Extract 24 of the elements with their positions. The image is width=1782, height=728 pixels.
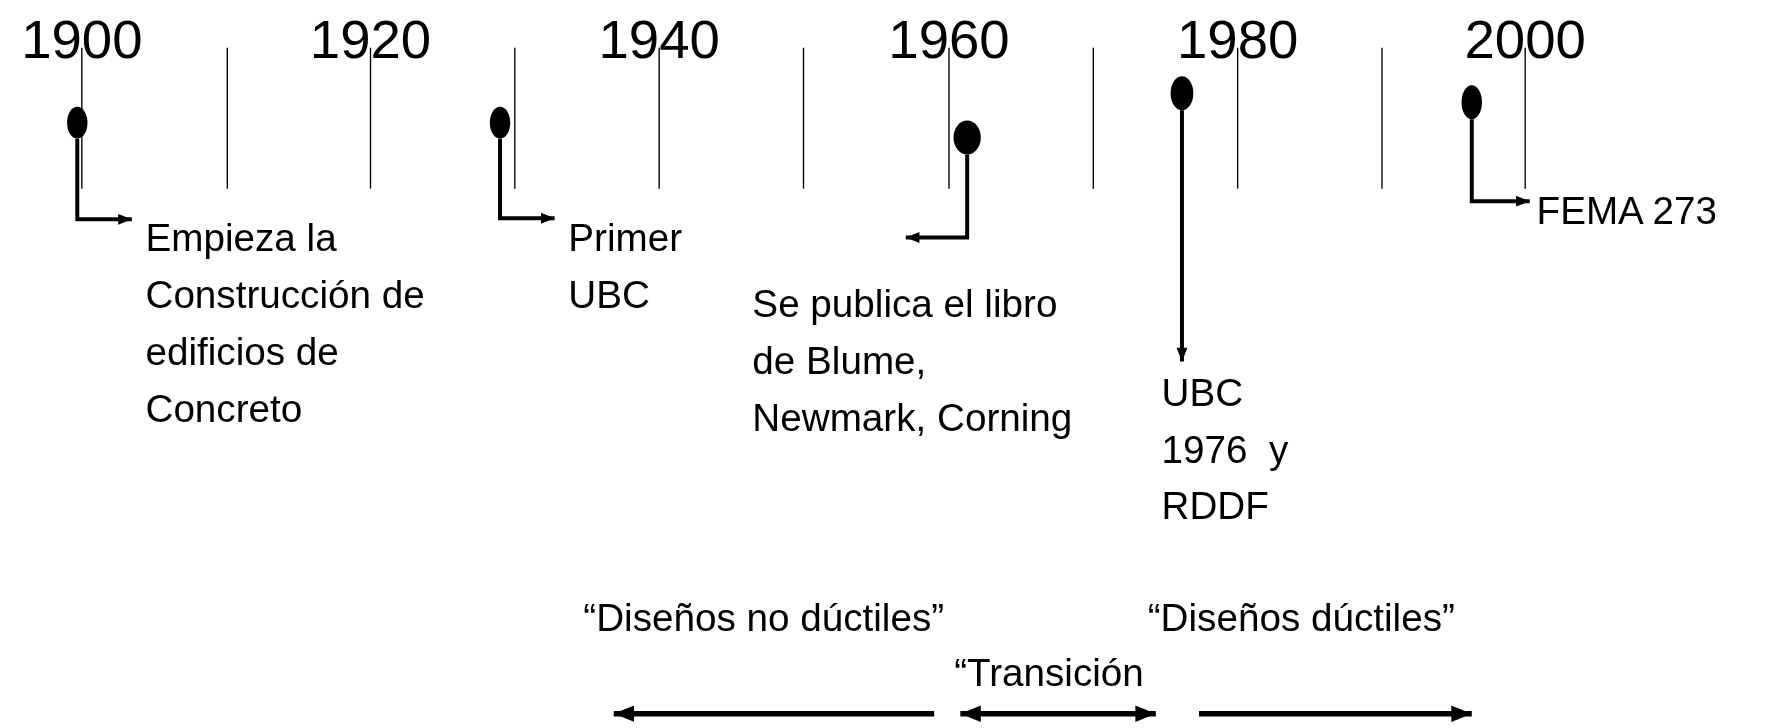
arrow (498, 138, 555, 224)
period-label: “Transición (954, 650, 1144, 697)
timeline-dot (1170, 76, 1194, 111)
year-label: 1900 (21, 11, 143, 69)
period-label: “Diseños no dúctiles” (583, 594, 945, 641)
event-text: UBC 1976 y RDDF (1161, 363, 1332, 535)
timeline-dot (489, 106, 511, 139)
year-label: 1920 (309, 11, 432, 69)
event-text: Empieza la Construcción de edificios de Concreto (134, 209, 487, 437)
timeline-dot (1461, 85, 1482, 120)
arrow (1469, 119, 1530, 207)
event-text: Se publica el libro de Blume, Newmark, Corning (752, 240, 1094, 446)
year-label: 1940 (598, 11, 720, 69)
period-label: “Diseños dúctiles” (1147, 594, 1455, 641)
timeline-dot (953, 120, 981, 155)
arrow (1176, 110, 1188, 362)
year-label: 1960 (888, 11, 1010, 69)
year-label: 2000 (1464, 11, 1586, 69)
event-text: Primer UBC (556, 209, 728, 323)
arrow (75, 138, 132, 225)
arrow (905, 154, 970, 243)
event-text: FEMA 273 (1532, 181, 1782, 239)
timeline-dot (67, 106, 88, 139)
year-label: 1980 (1176, 11, 1299, 69)
